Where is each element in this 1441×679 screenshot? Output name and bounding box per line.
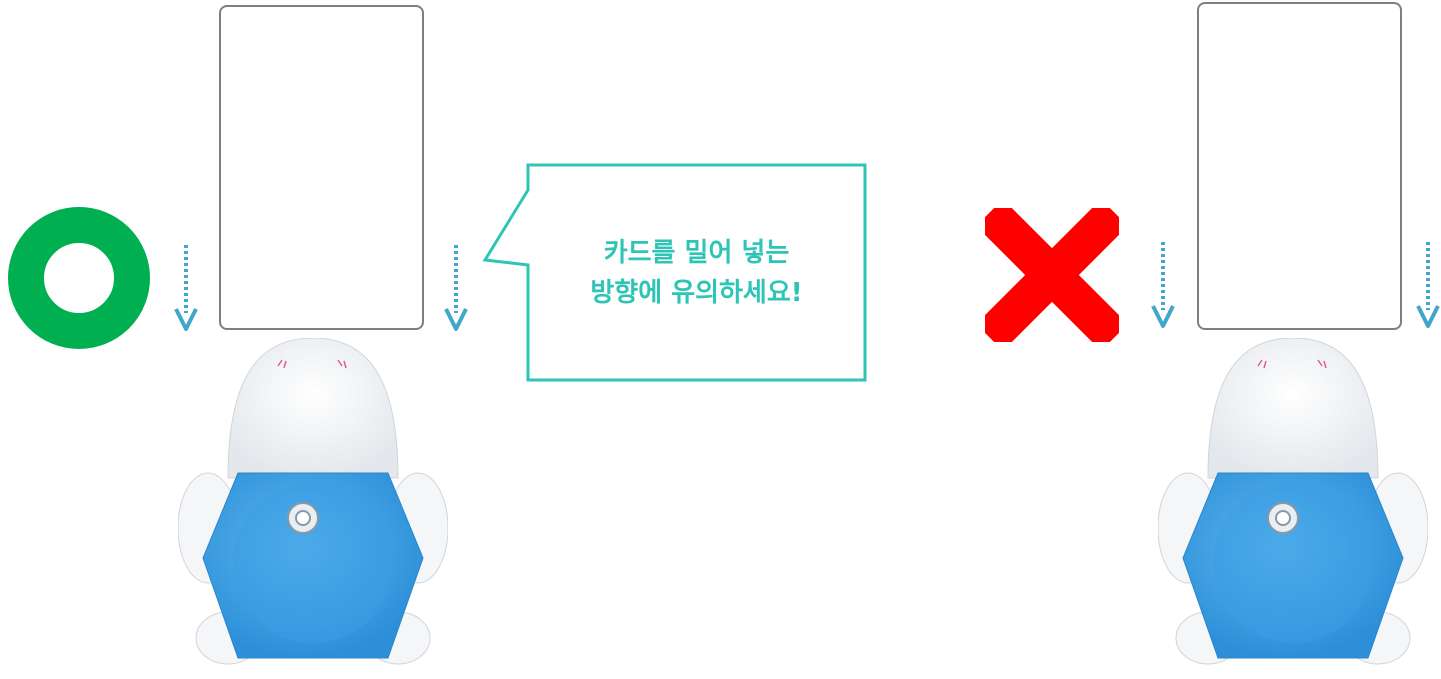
callout-line-2: 방향에 유의하세요! (590, 277, 803, 308)
dotted-down-arrow-icon (1151, 242, 1175, 328)
speech-bubble (482, 163, 867, 382)
dotted-down-arrow-icon (174, 245, 198, 331)
incorrect-x-mark-icon (985, 208, 1119, 342)
card-purple-stripe (221, 275, 422, 309)
robot-right (1158, 338, 1428, 665)
robot-left (178, 338, 448, 665)
dotted-down-arrow-icon (1416, 242, 1440, 328)
card-wrong-orientation (1197, 2, 1402, 330)
callout-line-1: 카드를 밀어 넣는 (603, 237, 790, 268)
card-green-area (221, 7, 422, 275)
card-purple-stripe (1199, 28, 1400, 62)
dotted-down-arrow-icon (444, 245, 468, 331)
card-correct-orientation (219, 5, 424, 330)
correct-o-mark-icon (8, 207, 150, 349)
callout-text: 카드를 밀어 넣는 방향에 유의하세요! (528, 165, 865, 380)
card-green-area (1199, 62, 1400, 328)
